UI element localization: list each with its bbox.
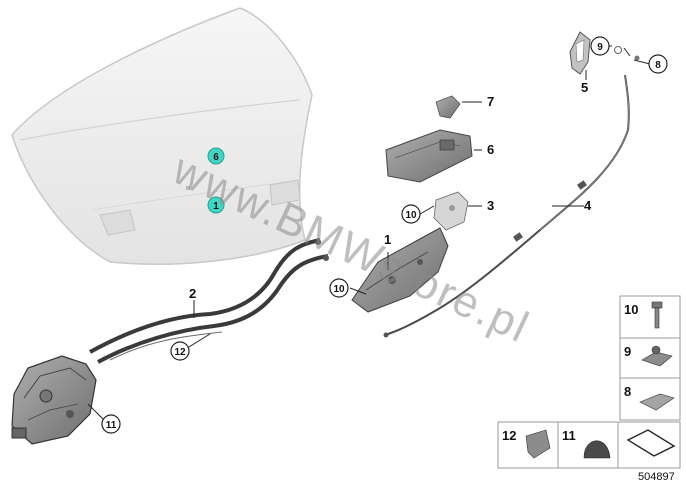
trunk-marker-6: 6 (207, 147, 225, 165)
callout-10a: 10 (405, 210, 417, 221)
trunk-lid (11, 7, 313, 265)
part-actuator-drive (11, 355, 105, 445)
callout-9: 9 (597, 42, 603, 53)
diagram-number: 504897 (638, 471, 675, 483)
callout-7: 7 (487, 94, 494, 109)
part-7-bracket (435, 95, 482, 119)
arrow-icon (626, 429, 676, 457)
callout-3: 3 (487, 198, 494, 213)
legend-item-9: 9 (619, 337, 681, 379)
legend-item-12: 12 (497, 421, 559, 469)
legend-12-label: 12 (502, 428, 516, 443)
trunk-marker-1-label: 1 (213, 201, 219, 212)
callout-4: 4 (584, 198, 592, 213)
callout-8-circle: 8 (648, 54, 668, 74)
legend-item-10: 10 (619, 295, 681, 339)
callout-1: 1 (384, 232, 391, 247)
callout-10a-circle: 10 (401, 204, 421, 224)
part-1-lock (351, 227, 449, 313)
trunk-marker-1: 1 (207, 196, 225, 214)
part-9-clip-small (614, 46, 622, 54)
callout-5: 5 (581, 80, 588, 95)
part-6-switch (385, 129, 482, 183)
legend-10-label: 10 (624, 302, 638, 317)
legend-9-label: 9 (624, 344, 631, 359)
legend-item-8: 8 (619, 377, 681, 421)
callout-8: 8 (655, 60, 661, 71)
part-5-release-handle (569, 31, 591, 80)
callout-10b-circle: 10 (329, 278, 349, 298)
callout-11-circle: 11 (101, 414, 121, 434)
callout-11: 11 (106, 420, 117, 431)
callout-2: 2 (189, 286, 196, 301)
callout-12-circle: 12 (170, 341, 190, 361)
callout-10b: 10 (333, 284, 345, 295)
legend-11-label: 11 (562, 428, 576, 443)
callout-9-circle: 9 (590, 36, 610, 56)
legend-item-arrow (617, 421, 681, 469)
legend-item-11: 11 (557, 421, 619, 469)
cable-2 (89, 238, 329, 364)
trunk-marker-6-label: 6 (213, 152, 219, 163)
cable-4 (383, 74, 630, 338)
callout-6: 6 (487, 142, 494, 157)
callout-12: 12 (174, 347, 186, 358)
part-3-latch-cover (433, 191, 482, 231)
legend-8-label: 8 (624, 384, 631, 399)
part-8-clip-small (633, 55, 651, 65)
